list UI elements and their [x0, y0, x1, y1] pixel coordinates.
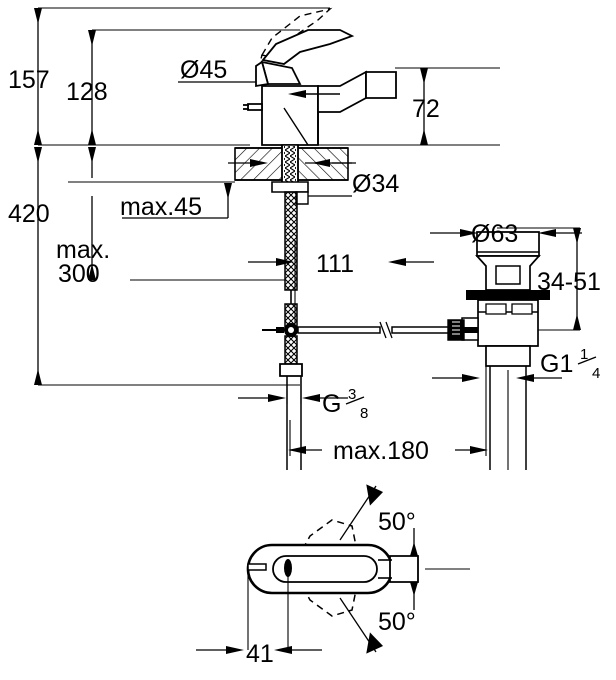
- label-g38: G 3 8: [322, 386, 368, 422]
- g114-denominator: 4: [592, 365, 600, 382]
- label-dia45: Ø45: [180, 56, 227, 84]
- supply-hose-upper: [284, 191, 298, 291]
- dimension-max45: [122, 183, 232, 219]
- label-max45: max.45: [120, 193, 202, 221]
- label-angle-lower: 50°: [378, 608, 416, 636]
- dimension-41: [196, 646, 322, 654]
- g114-main: G1: [540, 350, 573, 378]
- angle-range-arrows: [410, 528, 418, 610]
- label-420: 420: [8, 200, 50, 228]
- supply-tail: [279, 335, 303, 470]
- dimension-72: [420, 68, 428, 145]
- label-g114: G1 1 4: [540, 346, 600, 382]
- mixer-body: [243, 85, 319, 146]
- label-max300-line1: max.: [56, 236, 110, 264]
- mixer-shank: [271, 144, 309, 205]
- g38-numerator: 3: [348, 386, 356, 403]
- label-max300-line2: 300: [58, 260, 100, 288]
- waste-assembly: [447, 231, 550, 470]
- plan-view: [246, 519, 470, 650]
- g114-numerator: 1: [580, 346, 588, 363]
- angle-leader-lower: [339, 597, 384, 654]
- dimension-max300: [88, 147, 96, 280]
- lever-handle: [255, 29, 355, 88]
- dimension-420: [34, 147, 42, 385]
- label-157: 157: [8, 66, 50, 94]
- pop-up-rod: [297, 321, 467, 339]
- angle-leader-upper: [339, 484, 384, 541]
- label-128: 128: [66, 78, 108, 106]
- extension-lines: [38, 7, 500, 386]
- label-dia34: Ø34: [352, 170, 399, 198]
- label-dia63: Ø63: [471, 220, 518, 248]
- dimension-g114: [432, 374, 562, 382]
- label-angle-upper: 50°: [378, 508, 416, 536]
- g38-denominator: 8: [360, 405, 368, 422]
- dimension-128: [88, 30, 96, 145]
- dimension-157: [34, 8, 42, 145]
- label-72: 72: [412, 95, 440, 123]
- spout: [283, 70, 397, 146]
- g38-main: G: [322, 390, 341, 418]
- pop-up-pivot: [262, 323, 298, 337]
- label-max180: max.180: [333, 437, 429, 465]
- label-41: 41: [246, 640, 274, 668]
- label-111: 111: [316, 250, 354, 278]
- label-34-51: 34-51: [537, 268, 601, 296]
- flow-arrow: [288, 90, 340, 98]
